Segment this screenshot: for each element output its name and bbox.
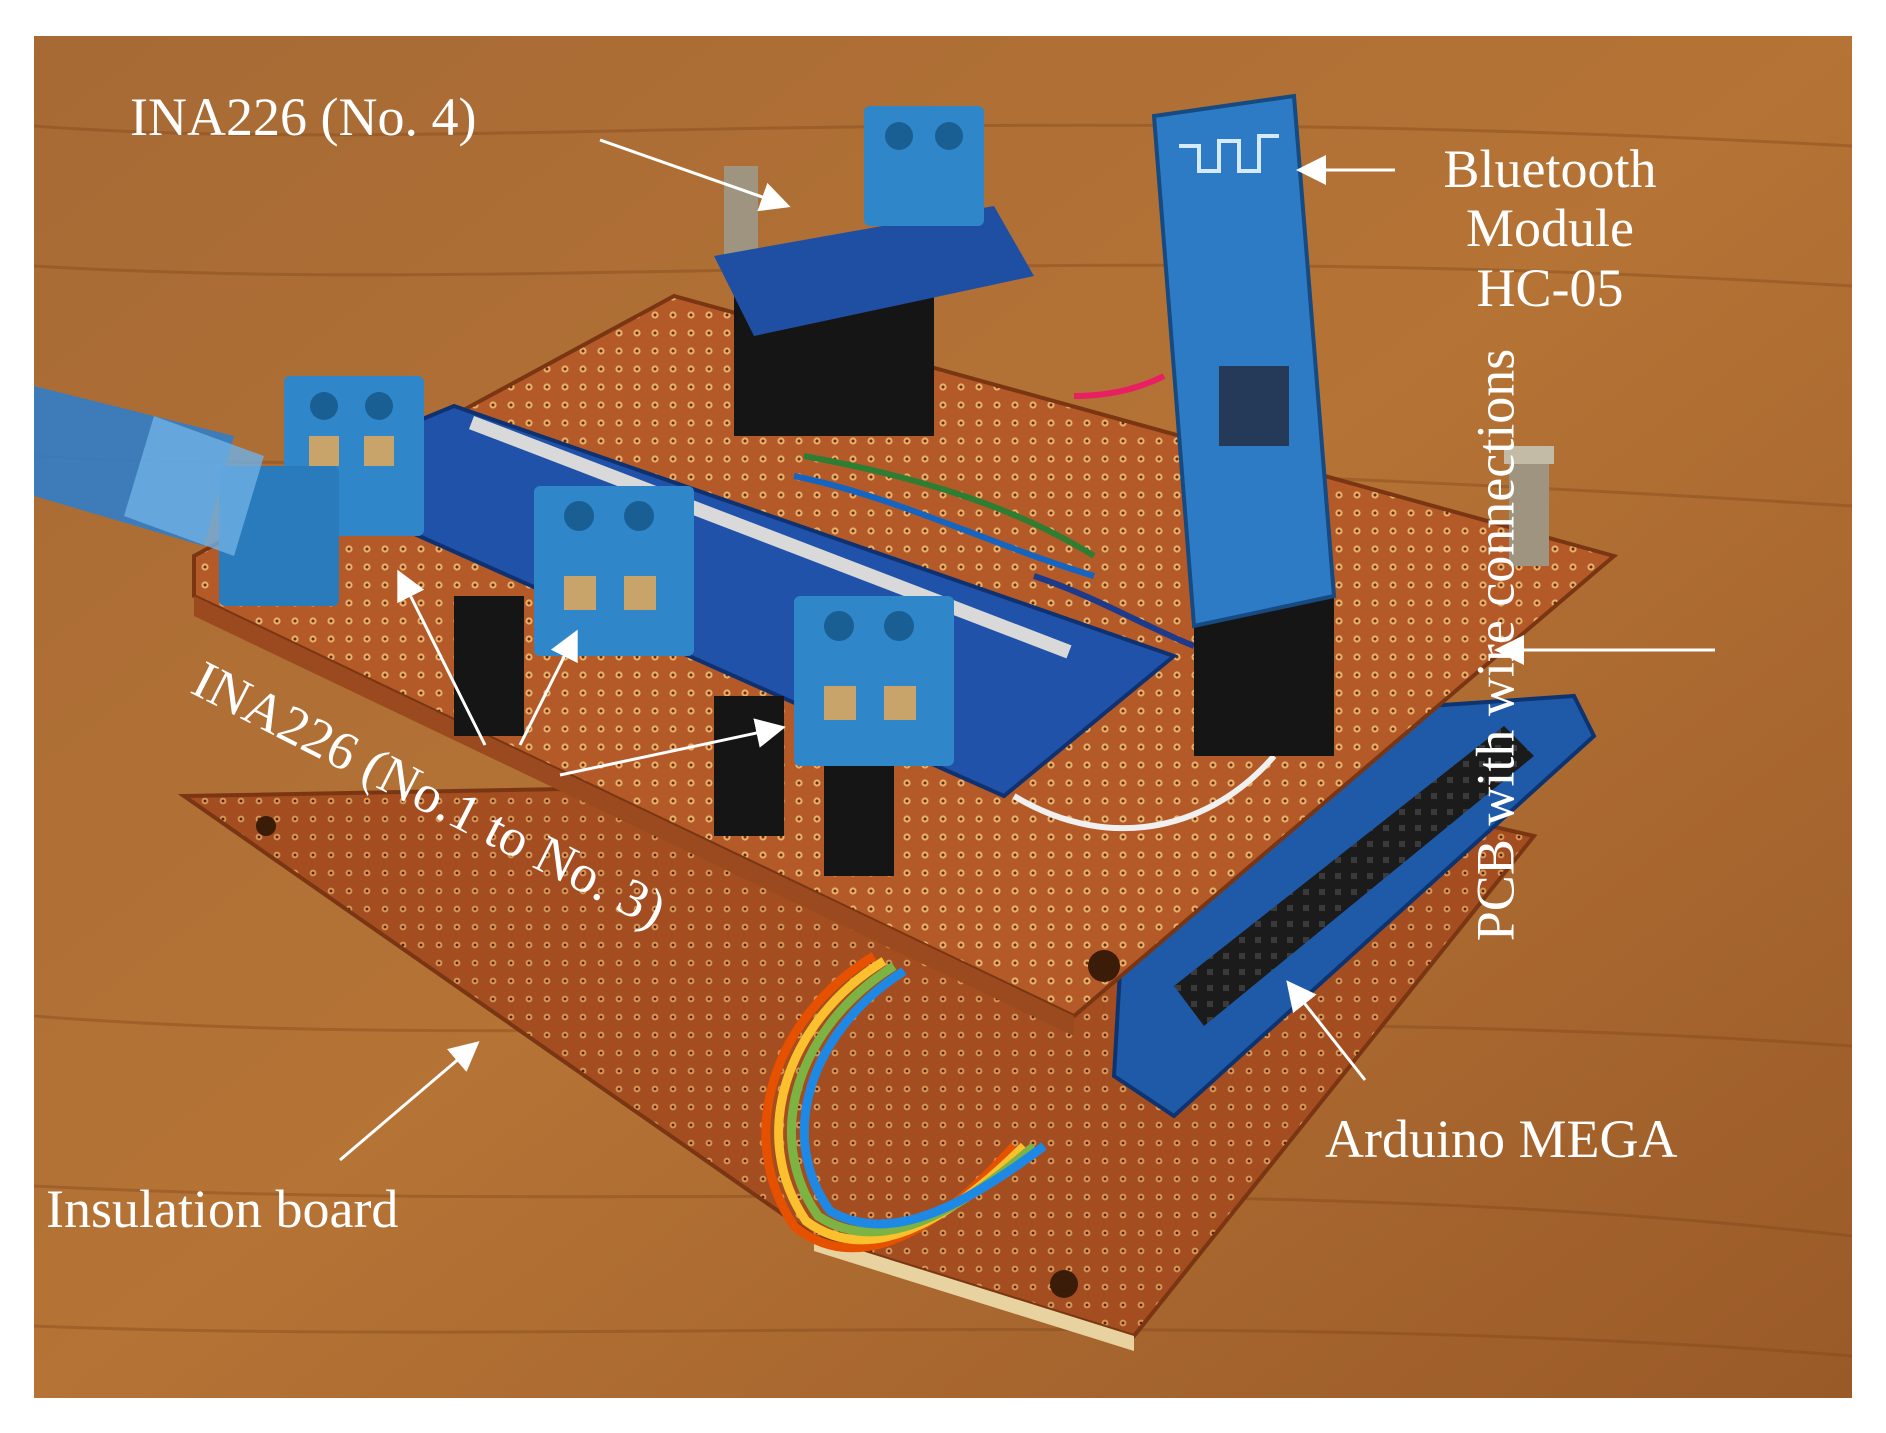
terminal-block-1	[284, 376, 424, 536]
label-pcb: PCB with wire connections	[1465, 348, 1526, 942]
screw-hole	[1088, 950, 1120, 982]
label-bluetooth-line3: HC-05	[1476, 257, 1624, 318]
label-bluetooth-line2: Module	[1466, 198, 1634, 259]
screw-hole	[256, 816, 276, 836]
arrow-insulation	[339, 1041, 480, 1162]
bluetooth-hc05-board	[1151, 93, 1337, 629]
label-bluetooth: Bluetooth Module HC-05	[1395, 139, 1705, 318]
ina226-header	[454, 596, 524, 736]
label-insulation: Insulation board	[46, 1179, 399, 1239]
hardware-photo	[34, 36, 1852, 1398]
usb-cable	[34, 386, 264, 556]
hc05-chip	[1219, 366, 1289, 446]
arrow-ina226-1	[397, 569, 487, 746]
arrow-ina226-3	[559, 718, 786, 777]
terminal-block-2	[534, 486, 694, 656]
label-ina226-no4: INA226 (No. 4)	[130, 87, 477, 147]
hc05-antenna	[1179, 134, 1279, 173]
pcb-wires	[793, 373, 1277, 832]
arrow-arduino	[1286, 980, 1367, 1081]
standoff	[1509, 456, 1549, 566]
label-arduino: Arduino MEGA	[1325, 1109, 1678, 1169]
arrow-ina226-2	[518, 629, 578, 746]
ribbon-cable	[761, 952, 1047, 1253]
terminal-block-3	[794, 596, 954, 766]
ina226-no4-board	[714, 206, 1034, 336]
ina226-no4-terminal	[864, 106, 984, 226]
label-bluetooth-line1: Bluetooth	[1443, 139, 1657, 199]
screw-hole	[1050, 1270, 1078, 1298]
arrow-ina226-no4	[599, 138, 791, 212]
arduino-mega-header	[1174, 726, 1534, 1026]
